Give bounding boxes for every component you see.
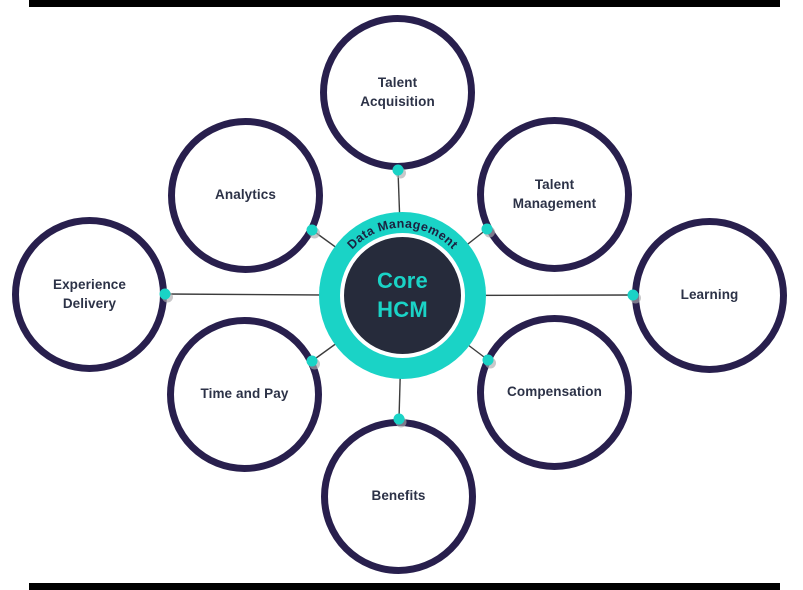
node-label: Learning xyxy=(680,287,739,303)
node-label: Talent Acquisition xyxy=(360,74,435,109)
node-label: Time and Pay xyxy=(200,386,289,402)
node-label: Analytics xyxy=(215,187,276,203)
node-label: Compensation xyxy=(507,384,602,400)
node-label: Talent Management xyxy=(512,176,597,211)
bottom-border-bar xyxy=(29,583,780,590)
node-label: Experience Delivery xyxy=(52,276,127,311)
node-compensation: Compensation xyxy=(477,315,632,470)
node-analytics: Analytics xyxy=(168,118,323,273)
node-talent-acquisition: Talent Acquisition xyxy=(320,15,475,170)
hub-title: Core HCM xyxy=(377,267,428,322)
node-benefits: Benefits xyxy=(321,419,476,574)
core-hcm-hub: Core HCM xyxy=(319,212,486,379)
node-talent-management: Talent Management xyxy=(477,117,632,272)
node-time-and-pay: Time and Pay xyxy=(167,317,322,472)
top-border-bar xyxy=(29,0,780,7)
node-experience-delivery: Experience Delivery xyxy=(12,217,167,372)
node-learning: Learning xyxy=(632,218,787,373)
node-label: Benefits xyxy=(371,488,426,504)
core-hcm-inner-circle: Core HCM xyxy=(340,233,465,358)
